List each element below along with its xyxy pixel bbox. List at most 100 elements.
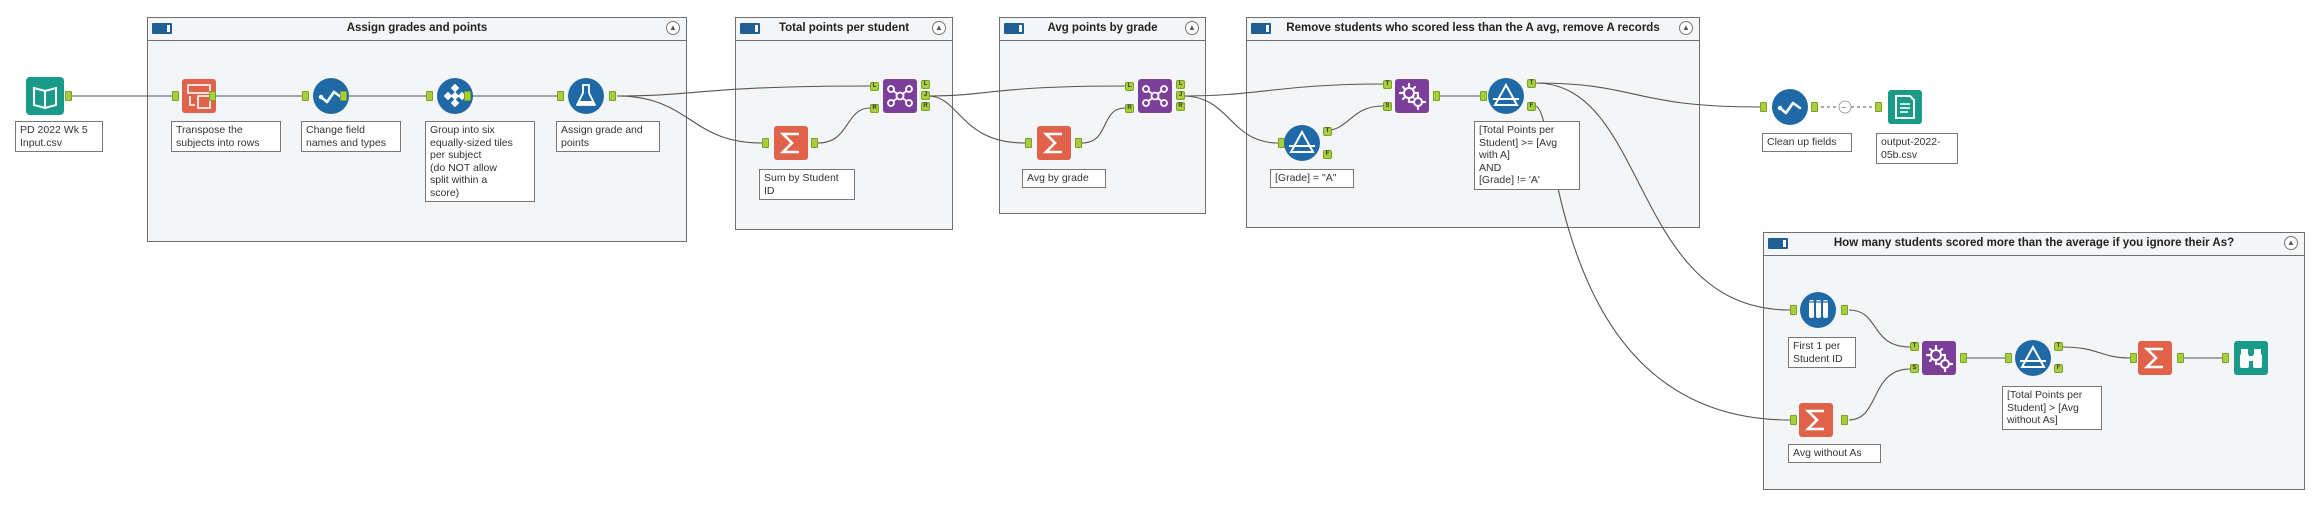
join-output-l-anchor[interactable]: L (1176, 80, 1185, 89)
join-output-j-anchor[interactable]: J (1176, 91, 1185, 100)
false-anchor[interactable]: F (2054, 364, 2063, 373)
join-output-l-anchor[interactable]: L (921, 80, 930, 89)
container-title: Avg points by grade (1047, 22, 1158, 34)
container-icon (152, 23, 172, 34)
input-anchor[interactable] (1790, 305, 1797, 315)
select-check-icon (313, 78, 349, 114)
summarize-tool[interactable] (2136, 339, 2174, 377)
output-anchor[interactable] (209, 91, 216, 101)
book-input-icon (26, 77, 64, 115)
join-tool[interactable] (1136, 77, 1174, 115)
false-anchor[interactable]: F (1527, 102, 1536, 111)
append-fields-tool[interactable] (1393, 77, 1431, 115)
append-source-anchor[interactable]: S (1910, 364, 1919, 373)
summarize-sigma-icon (1799, 403, 1833, 437)
input-anchor[interactable] (2222, 353, 2229, 363)
append-fields-tool[interactable] (1920, 339, 1958, 377)
tool-annotation: output-2022- 05b.csv (1876, 133, 1958, 164)
container-icon (740, 23, 760, 34)
output-anchor[interactable] (609, 91, 616, 101)
browse-tool[interactable] (2232, 339, 2270, 377)
true-anchor[interactable]: T (1527, 79, 1536, 88)
output-data-tool[interactable] (1886, 88, 1924, 126)
join-output-j-anchor[interactable]: J (921, 91, 930, 100)
container-title: How many students scored more than the a… (1833, 237, 2235, 249)
join-right-anchor[interactable]: R (1125, 104, 1134, 113)
sample-tool[interactable] (1799, 291, 1837, 329)
select-tool[interactable] (312, 77, 350, 115)
tool-annotation: Change field names and types (301, 121, 401, 152)
input-anchor[interactable] (1760, 102, 1767, 112)
append-target-anchor[interactable]: T (1383, 80, 1392, 89)
join-left-anchor[interactable]: L (1125, 82, 1134, 91)
input-anchor[interactable] (557, 91, 564, 101)
tool-annotation: Group into six equally-sized tiles per s… (425, 121, 535, 202)
select-tool[interactable] (1771, 88, 1809, 126)
join-output-r-anchor[interactable]: R (921, 102, 930, 111)
join-output-r-anchor[interactable]: R (1176, 102, 1185, 111)
append-gears-icon (1922, 341, 1956, 375)
summarize-tool[interactable] (772, 124, 810, 162)
collapse-icon[interactable]: ▲ (2284, 236, 2298, 250)
output-anchor[interactable] (2177, 353, 2184, 363)
container-header[interactable]: Avg points by grade ▲ (1000, 18, 1205, 41)
output-anchor[interactable] (1841, 305, 1848, 315)
collapse-icon[interactable]: ▲ (1185, 21, 1199, 35)
tool-annotation: Transpose the subjects into rows (171, 121, 281, 152)
collapse-icon[interactable]: ▲ (932, 21, 946, 35)
tool-annotation: [Total Points per Student] > [Avg withou… (2002, 386, 2102, 430)
collapse-icon[interactable]: ▲ (666, 21, 680, 35)
filter-tool[interactable] (1283, 124, 1321, 162)
true-anchor[interactable]: T (1323, 127, 1332, 136)
svg-text:~: ~ (1841, 104, 1847, 112)
input-anchor[interactable] (762, 138, 769, 148)
formula-tool[interactable] (567, 77, 605, 115)
join-network-icon (883, 79, 917, 113)
input-anchor[interactable] (1480, 91, 1487, 101)
true-anchor[interactable]: T (2054, 342, 2063, 351)
browse-binoculars-icon (2234, 341, 2268, 375)
container-remove[interactable]: Remove students who scored less than the… (1246, 17, 1700, 228)
append-source-anchor[interactable]: S (1383, 102, 1392, 111)
output-anchor[interactable] (340, 91, 347, 101)
input-anchor[interactable] (172, 91, 179, 101)
summarize-tool[interactable] (1035, 124, 1073, 162)
join-network-icon (1138, 79, 1172, 113)
input-data-tool[interactable] (26, 77, 64, 115)
container-title: Remove students who scored less than the… (1286, 22, 1660, 34)
container-header[interactable]: How many students scored more than the a… (1764, 233, 2304, 256)
filter-tool[interactable] (2014, 339, 2052, 377)
container-header[interactable]: Assign grades and points ▲ (148, 18, 686, 41)
join-left-anchor[interactable]: L (870, 82, 879, 91)
input-anchor[interactable] (302, 91, 309, 101)
false-anchor[interactable]: F (1323, 150, 1332, 159)
output-anchor[interactable] (65, 91, 72, 101)
summarize-tool[interactable] (1797, 401, 1835, 439)
input-anchor[interactable] (2005, 353, 2012, 363)
collapse-icon[interactable]: ▲ (1679, 21, 1693, 35)
container-header[interactable]: Total points per student ▲ (736, 18, 952, 41)
filter-tool[interactable] (1487, 77, 1525, 115)
append-target-anchor[interactable]: T (1910, 342, 1919, 351)
join-tool[interactable] (881, 77, 919, 115)
input-anchor[interactable] (1875, 102, 1882, 112)
input-anchor[interactable] (426, 91, 433, 101)
formula-flask-icon (568, 78, 604, 114)
output-file-icon (1888, 90, 1922, 124)
output-anchor[interactable] (464, 91, 471, 101)
input-anchor[interactable] (1025, 138, 1032, 148)
container-header[interactable]: Remove students who scored less than the… (1247, 18, 1699, 41)
input-anchor[interactable] (1790, 415, 1797, 425)
output-anchor[interactable] (1433, 91, 1440, 101)
output-anchor[interactable] (1841, 415, 1848, 425)
output-anchor[interactable] (1811, 102, 1818, 112)
output-anchor[interactable] (1075, 138, 1082, 148)
transpose-icon (182, 79, 216, 113)
filter-triangle-icon (1284, 125, 1320, 161)
input-anchor[interactable] (2130, 353, 2137, 363)
transpose-tool[interactable] (180, 77, 218, 115)
output-anchor[interactable] (1960, 353, 1967, 363)
output-anchor[interactable] (811, 138, 818, 148)
join-right-anchor[interactable]: R (870, 104, 879, 113)
